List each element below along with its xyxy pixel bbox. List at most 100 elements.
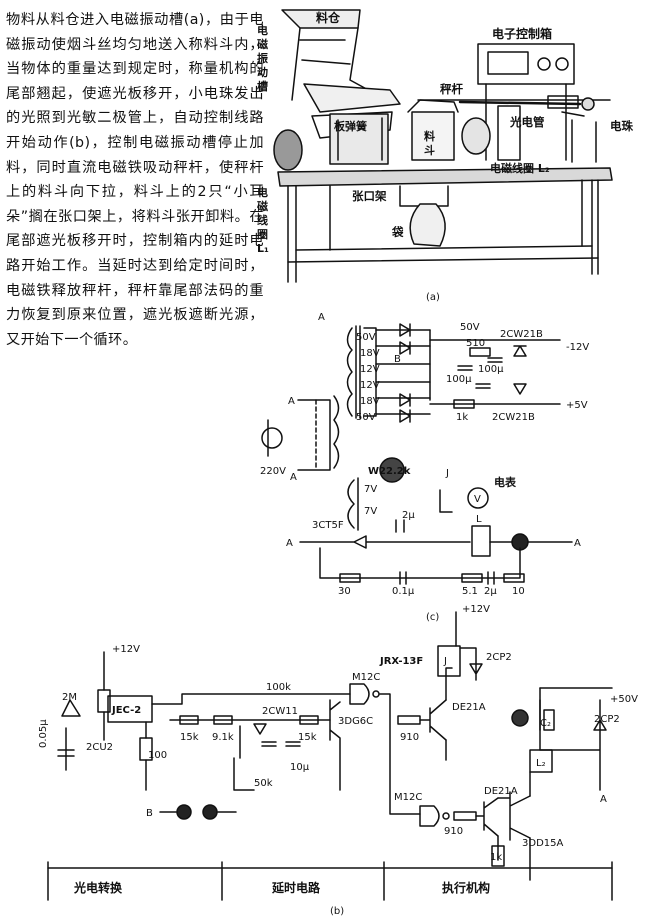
b-relay-j: J	[443, 656, 447, 667]
section-photo: 光电转换	[73, 880, 123, 895]
b-gate2: M12C	[394, 792, 422, 803]
machine-illustration	[273, 9, 613, 283]
supply-out-neg: -12V	[566, 342, 589, 353]
meter-symbol: V	[474, 494, 481, 505]
b-r910b: 910	[444, 826, 463, 837]
caption-a: (a)	[426, 292, 440, 303]
label-coil-l1-3: 线	[257, 213, 268, 227]
supply-50v: 50V	[460, 322, 480, 333]
label-vib-1: 电	[257, 23, 268, 37]
b-q2: DE21A	[452, 702, 486, 713]
winding-4: 12V	[360, 380, 380, 391]
caption-b: (b)	[330, 906, 344, 917]
label-vib-5: 槽	[257, 79, 268, 93]
bottom-r30: 30	[338, 586, 351, 597]
section-delay: 延时电路	[271, 880, 321, 895]
b-term-b: B	[146, 808, 153, 819]
b-v12b: +12V	[462, 604, 490, 615]
winding-5: 18V	[360, 396, 380, 407]
b-ic: JEC-2	[111, 705, 141, 716]
bottom-r10: 10	[512, 586, 525, 597]
relay-contact-j: J	[445, 468, 449, 479]
label-coil-l1-2: 磁	[257, 199, 268, 213]
secondary-2: 7V	[364, 506, 377, 517]
b-r1k: 1k	[490, 852, 502, 863]
intro-paragraph: 物料从料仓进入电磁振动槽(a)，由于电磁振动使烟斗丝均匀地送入称料斗内，当物体的…	[6, 12, 264, 348]
primary-voltage: 220V	[260, 466, 286, 477]
b-relay: JRX-13F	[379, 656, 423, 667]
label-photo-tube: 光电管	[509, 115, 545, 129]
supply-c100a: 100μ	[446, 374, 472, 385]
terminal-a4: A	[286, 538, 293, 549]
supply-r510: 510	[466, 338, 485, 349]
bottom-c2u: 2μ	[484, 586, 497, 597]
bottom-c01: 0.1μ	[392, 586, 415, 597]
bottom-r51: 5.1	[462, 586, 478, 597]
b-zener: 2CW11	[262, 706, 298, 717]
b-diode1: 2CP2	[486, 652, 512, 663]
label-bag: 袋	[391, 225, 404, 239]
b-r100: 100	[148, 750, 167, 761]
label-control-box: 电子控制箱	[492, 26, 552, 41]
terminal-a3: A	[290, 472, 297, 483]
b-q4: 3DD15A	[522, 838, 563, 849]
label-coil-l1-4: 圈	[257, 228, 268, 241]
label-bucket-2: 斗	[424, 144, 435, 157]
winding-6: 50V	[356, 412, 376, 423]
diagram-a-labels: 料仓 电 磁 振 动 槽 电子控制箱 秤杆 板弹簧 料 斗 光电管 电珠 电磁线…	[257, 10, 633, 303]
rheostat-label: W22.2k	[368, 466, 411, 477]
supply-r1k: 1k	[456, 412, 468, 423]
power-supply-schematic	[261, 323, 573, 585]
supply-c100b: 100μ	[478, 364, 504, 375]
winding-3: 12V	[360, 364, 380, 375]
b-r100k: 100k	[266, 682, 291, 693]
winding-2: 18V	[360, 348, 380, 359]
inductor-label: L	[476, 514, 482, 525]
scr-label: 3CT5F	[312, 520, 344, 531]
label-coil-l2: 电磁线圈 L₂	[490, 161, 550, 175]
b-cap10u: 10μ	[290, 762, 310, 773]
label-hopper: 料仓	[316, 10, 341, 25]
b-pot: 50k	[254, 778, 273, 789]
winding-1: 50V	[356, 332, 376, 343]
diagram-b-labels: +12V +12V +50V 2M JEC-2 0.05μ 2CU2 100 1…	[38, 604, 638, 917]
label-coil-l1-1: 电	[257, 185, 268, 199]
label-vib-4: 动	[257, 65, 268, 79]
b-gate1: M12C	[352, 672, 380, 683]
b-diode2: 2CP2	[594, 714, 620, 725]
control-schematic	[47, 611, 613, 901]
b-v12: +12V	[112, 644, 140, 655]
supply-zener-top: 2CW21B	[500, 329, 543, 340]
b-r91k: 9.1k	[212, 732, 234, 743]
diagram-c-labels: 50V 18V 12V 12V 18V 50V 220V W22.2k 7V 7…	[260, 312, 589, 623]
b-r2m: 2M	[62, 692, 77, 703]
b-q3: DE21A	[484, 786, 518, 797]
b-r15k: 15k	[180, 732, 199, 743]
label-bulb: 电珠	[610, 119, 633, 133]
b-r910a: 910	[400, 732, 419, 743]
supply-out-pos: +5V	[566, 400, 588, 411]
b-coil: L₂	[536, 758, 546, 769]
b-capb: C₂	[540, 718, 551, 729]
label-plate-spring: 板弹簧	[334, 119, 367, 133]
b-r15k2: 15k	[298, 732, 317, 743]
label-vib-3: 振	[257, 51, 268, 65]
label-vib-2: 磁	[257, 37, 268, 51]
b-term-a: A	[600, 794, 607, 805]
cap-2u-label: 2μ	[402, 510, 415, 521]
terminal-a5: A	[574, 538, 581, 549]
terminal-a2: A	[288, 396, 295, 407]
label-bucket-1: 料	[424, 129, 435, 143]
supply-zener-bot: 2CW21B	[492, 412, 535, 423]
label-coil-l1-5: L₁	[257, 242, 269, 255]
b-q1: 3DG6C	[338, 716, 373, 727]
b-v50: +50V	[610, 694, 638, 705]
label-open-frame: 张口架	[352, 189, 387, 203]
secondary-1: 7V	[364, 484, 377, 495]
caption-c: (c)	[426, 612, 439, 623]
b-pd: 2CU2	[86, 742, 113, 753]
section-exec: 执行机构	[442, 880, 490, 895]
b-cap005: 0.05μ	[38, 719, 49, 748]
label-balance-rod: 秤杆	[440, 82, 463, 96]
